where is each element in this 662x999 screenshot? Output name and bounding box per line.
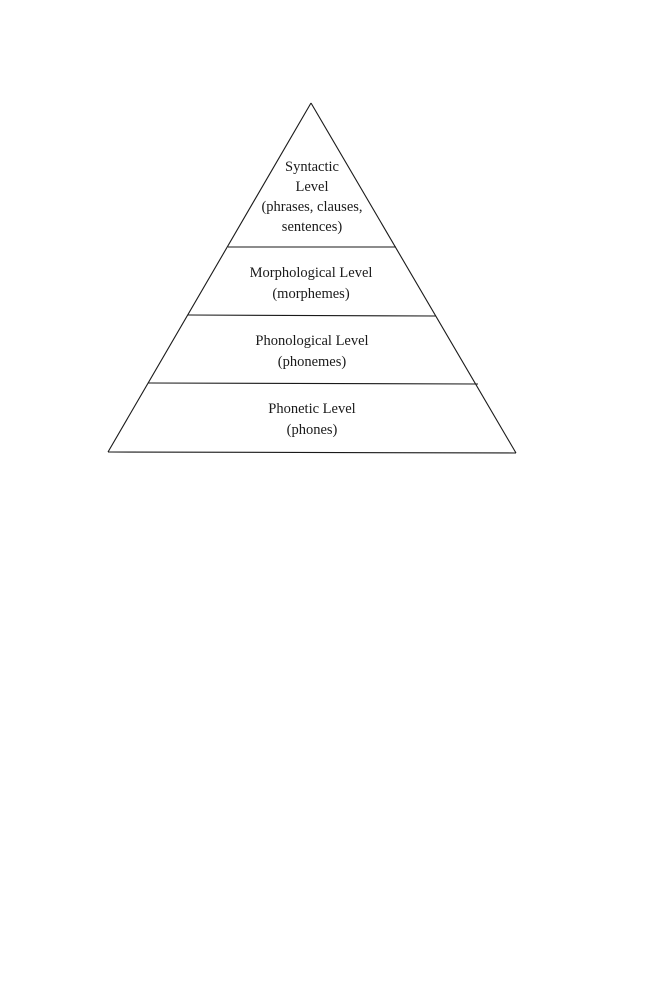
pyramid-left-edge — [107, 102, 312, 453]
level-syntactic: Syntactic Level (phrases, clauses, sente… — [261, 159, 362, 235]
pyramid-right-edge — [310, 102, 517, 454]
phonetic-line-2: (phones) — [287, 422, 338, 438]
phonological-line-2: (phonemes) — [278, 354, 347, 370]
divider-phonological-phonetic — [147, 382, 479, 385]
syntactic-line-1: Syntactic — [285, 159, 339, 175]
pyramid-base — [107, 451, 517, 454]
phonetic-line-1: Phonetic Level — [268, 401, 355, 417]
morphological-line-1: Morphological Level — [250, 265, 373, 281]
morphological-line-2: (morphemes) — [272, 286, 349, 302]
syntactic-line-4: sentences) — [282, 219, 343, 235]
syntactic-line-3: (phrases, clauses, — [261, 199, 362, 215]
phonological-line-1: Phonological Level — [255, 333, 368, 349]
level-phonetic: Phonetic Level (phones) — [268, 401, 355, 438]
syntactic-line-2: Level — [295, 179, 328, 195]
level-phonological: Phonological Level (phonemes) — [255, 333, 368, 370]
level-morphological: Morphological Level (morphemes) — [250, 265, 373, 302]
divider-morphological-phonological — [187, 314, 437, 317]
